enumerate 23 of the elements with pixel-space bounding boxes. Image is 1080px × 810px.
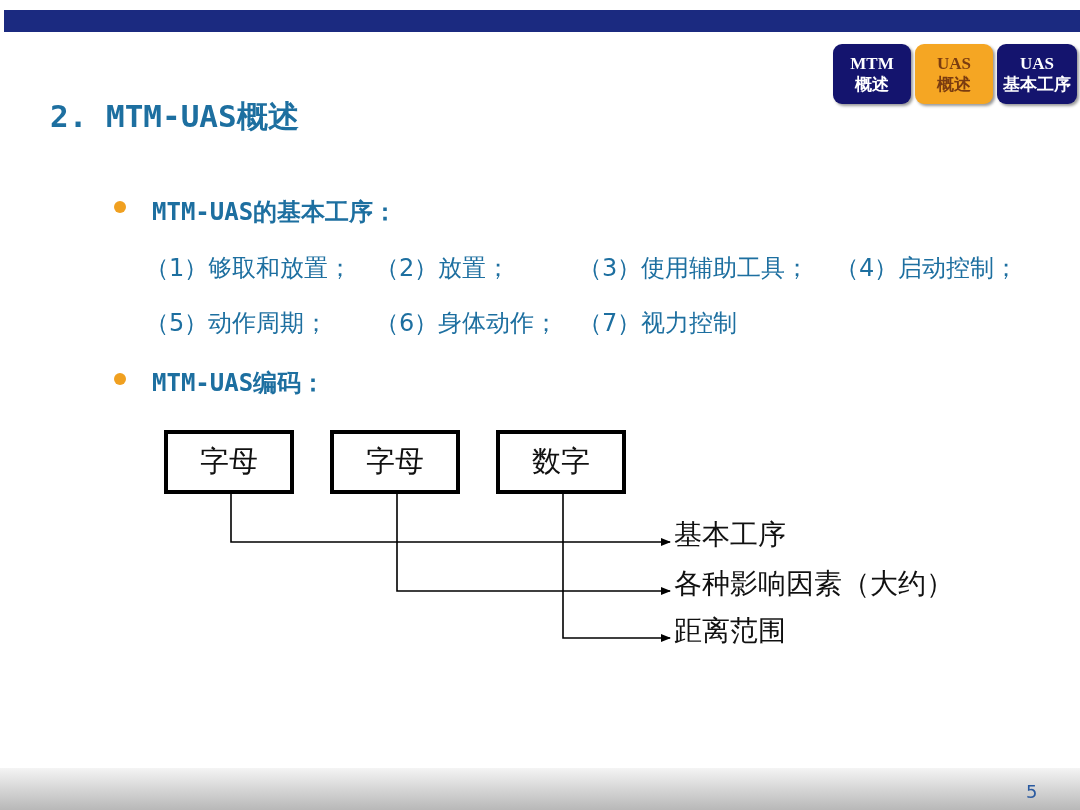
meaning-label: 各种影响因素（大约） <box>674 566 954 602</box>
slide-title: 2. MTM-UAS概述 <box>50 97 299 135</box>
code-box: 数字 <box>496 430 626 494</box>
code-box: 字母 <box>330 430 460 494</box>
meaning-label: 基本工序 <box>674 517 786 553</box>
list-item: （6）身体动作； <box>375 308 559 338</box>
connector-arrow <box>230 493 671 546</box>
meaning-label: 距离范围 <box>674 613 786 649</box>
list-item: （4）启动控制； <box>835 253 1019 283</box>
navigation-tab: UAS概述 <box>915 44 993 104</box>
list-item: （7）视力控制 <box>578 308 738 338</box>
list-item: （1）够取和放置； <box>145 253 353 283</box>
page-number: 5 <box>1026 781 1038 803</box>
list-item: （3）使用辅助工具； <box>578 253 810 283</box>
connector-arrow <box>396 493 671 595</box>
code-box: 字母 <box>164 430 294 494</box>
connector-arrow <box>562 493 671 642</box>
bullet-heading: MTM-UAS的基本工序： <box>152 197 398 227</box>
list-item: （5）动作周期； <box>145 308 329 338</box>
navigation-tab: MTM概述 <box>833 44 911 104</box>
list-item: （2）放置； <box>375 253 511 283</box>
bullet-heading: MTM-UAS编码： <box>152 368 326 398</box>
navigation-tab: UAS基本工序 <box>997 44 1077 104</box>
